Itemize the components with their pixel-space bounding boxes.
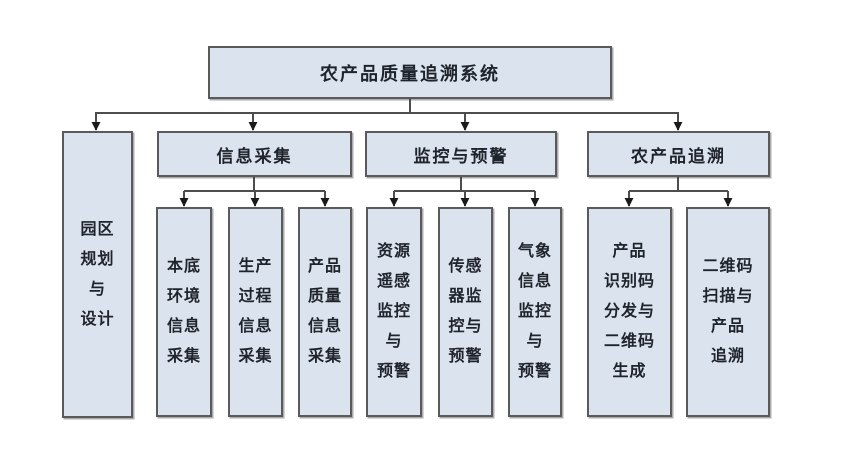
node-remote-sensing-monitoring: 资源 遥感 监控 与 预警	[366, 207, 422, 417]
node-id-code-qr-generation: 产品 识别码 分发与 二维码 生成	[587, 207, 672, 417]
node-mon-label: 监控与预警	[413, 146, 509, 166]
node-trace-label: 农产品追溯	[631, 146, 726, 166]
node-monitoring-warning: 监控与预警	[365, 131, 557, 177]
node-park-planning-design: 园区 规划 与 设计	[62, 131, 133, 418]
node-label: 本底 环境 信息 采集	[166, 258, 201, 365]
node-root-system: 农产品质量追溯系统	[208, 46, 612, 99]
node-label: 传感 器监 控与 预警	[448, 258, 483, 365]
node-weather-monitoring: 气象 信息 监控 与 预警	[508, 207, 562, 417]
node-root-label: 农产品质量追溯系统	[320, 63, 500, 84]
node-info-label: 信息采集	[216, 146, 293, 166]
node-background-env-info: 本底 环境 信息 采集	[156, 207, 212, 417]
node-production-process-info: 生产 过程 信息 采集	[228, 207, 283, 417]
node-information-collection: 信息采集	[157, 131, 352, 177]
node-qr-scan-traceability: 二维码 扫描与 产品 追溯	[686, 207, 770, 417]
node-park-label: 园区 规划 与 设计	[80, 220, 115, 328]
node-sensor-monitoring: 传感 器监 控与 预警	[438, 207, 493, 417]
node-label: 二维码 扫描与 产品 追溯	[702, 258, 754, 365]
node-label: 资源 遥感 监控 与 预警	[376, 243, 411, 380]
node-label: 生产 过程 信息 采集	[238, 258, 273, 365]
node-product-traceability: 农产品追溯	[587, 131, 770, 177]
node-label: 产品 质量 信息 采集	[307, 258, 342, 365]
node-product-quality-info: 产品 质量 信息 采集	[298, 207, 352, 417]
node-label: 产品 识别码 分发与 二维码 生成	[603, 243, 655, 380]
node-label: 气象 信息 监控 与 预警	[517, 243, 552, 380]
